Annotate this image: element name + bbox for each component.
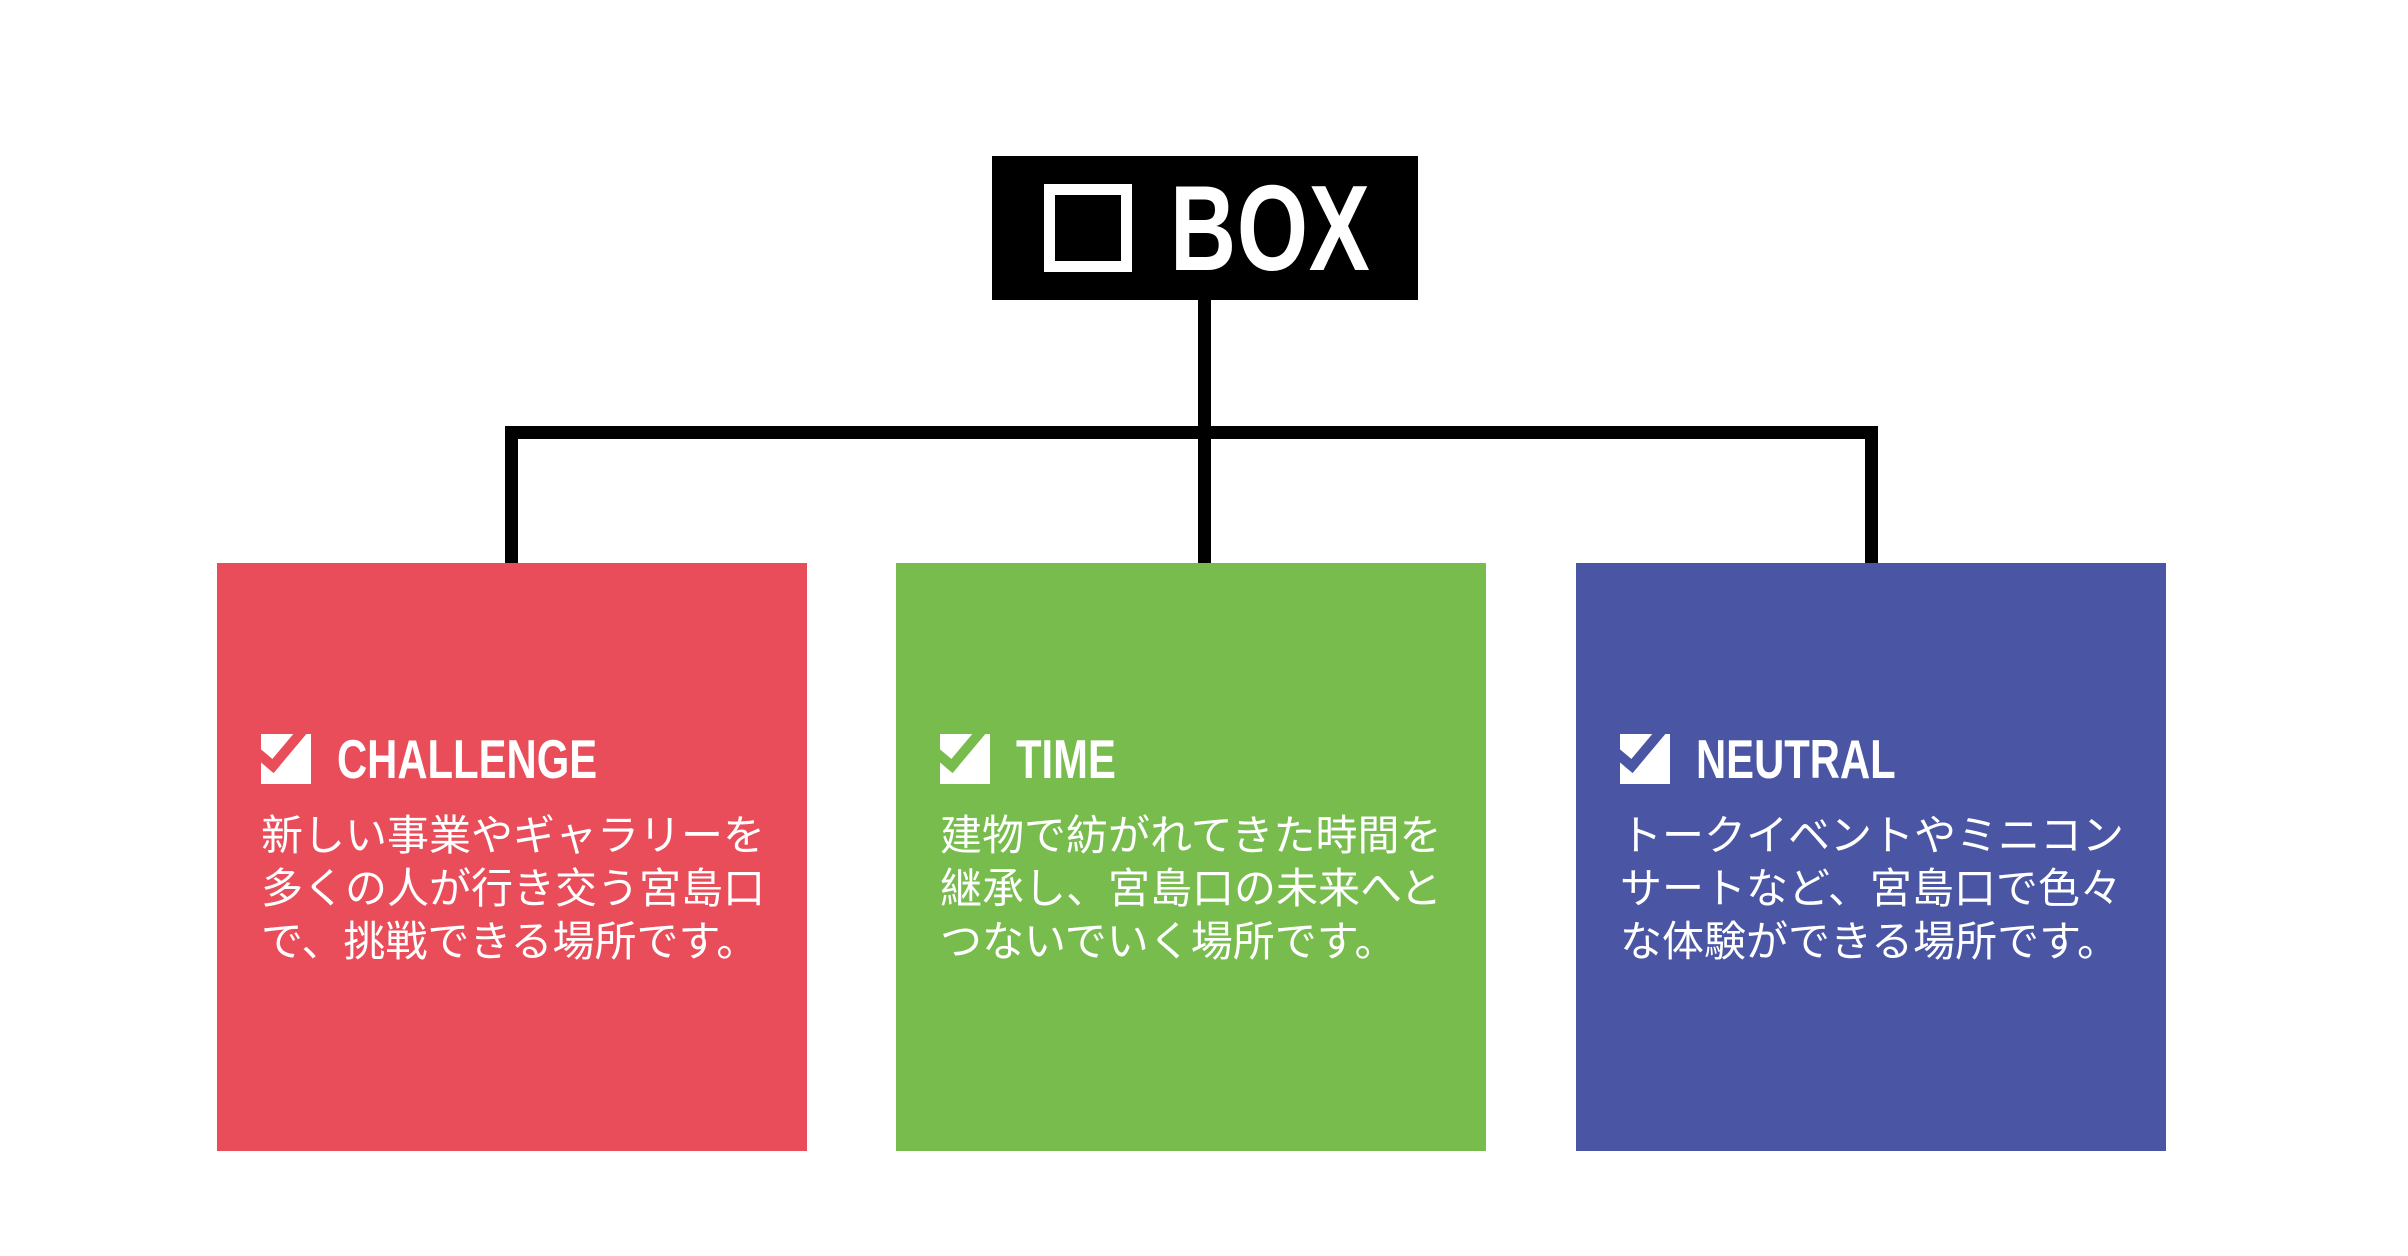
category-title: CHALLENGE xyxy=(337,727,598,790)
checkbox-check-icon xyxy=(1612,714,1670,784)
connector-drop-right xyxy=(1865,430,1878,564)
connector-drop-center xyxy=(1198,430,1211,564)
logo-text: BOX xyxy=(1170,160,1371,296)
check-glyph xyxy=(932,714,988,774)
category-description: 建物で紡がれてきた時間を 継承し、宮島口の未来へと つないでいく場所です。 xyxy=(940,812,1442,965)
category-title-row: CHALLENGE xyxy=(253,714,783,790)
checkbox-check-icon xyxy=(253,714,311,784)
category-title-row: NEUTRAL xyxy=(1612,714,2142,790)
category-title: TIME xyxy=(1016,727,1116,790)
category-box-time: TIME 建物で紡がれてきた時間を 継承し、宮島口の未来へと つないでいく場所で… xyxy=(896,563,1486,1151)
category-title-row: TIME xyxy=(932,714,1462,790)
square-outline-icon xyxy=(1044,184,1132,272)
category-box-challenge: CHALLENGE 新しい事業やギャラリーを 多くの人が行き交う宮島口 で、挑戦… xyxy=(217,563,807,1151)
root-node-box: BOX xyxy=(992,156,1418,300)
category-title: NEUTRAL xyxy=(1696,727,1896,790)
connector-drop-left xyxy=(505,430,518,564)
checkbox-check-icon xyxy=(932,714,990,784)
category-description: 新しい事業やギャラリーを 多くの人が行き交う宮島口 で、挑戦できる場所です。 xyxy=(261,812,766,965)
check-glyph xyxy=(1612,714,1668,774)
category-box-neutral: NEUTRAL トークイベントやミニコン サートなど、宮島口で色々 な体験ができ… xyxy=(1576,563,2166,1151)
connector-stem xyxy=(1198,298,1211,426)
check-glyph xyxy=(253,714,309,774)
connector-horizontal xyxy=(505,426,1878,439)
category-description: トークイベントやミニコン サートなど、宮島口で色々 な体験ができる場所です。 xyxy=(1620,812,2125,965)
